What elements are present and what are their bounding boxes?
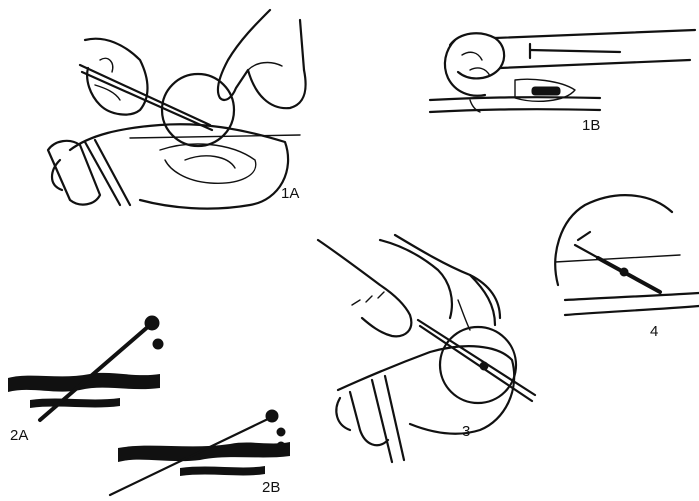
panel-label-4: 4: [650, 324, 658, 339]
panel-4-drawing: [555, 195, 699, 315]
panel-label-1b: 1B: [582, 118, 600, 133]
panel-label-1a: 1A: [281, 186, 299, 201]
panel-3-drawing: [318, 235, 535, 462]
panel-1b-drawing: [430, 30, 695, 112]
panel-label-2a: 2A: [10, 428, 28, 443]
panel-1a-drawing: [48, 10, 306, 209]
panel-label-2b: 2B: [262, 480, 280, 495]
panel-label-3: 3: [462, 424, 470, 439]
panel-2a-drawing: [8, 316, 163, 420]
